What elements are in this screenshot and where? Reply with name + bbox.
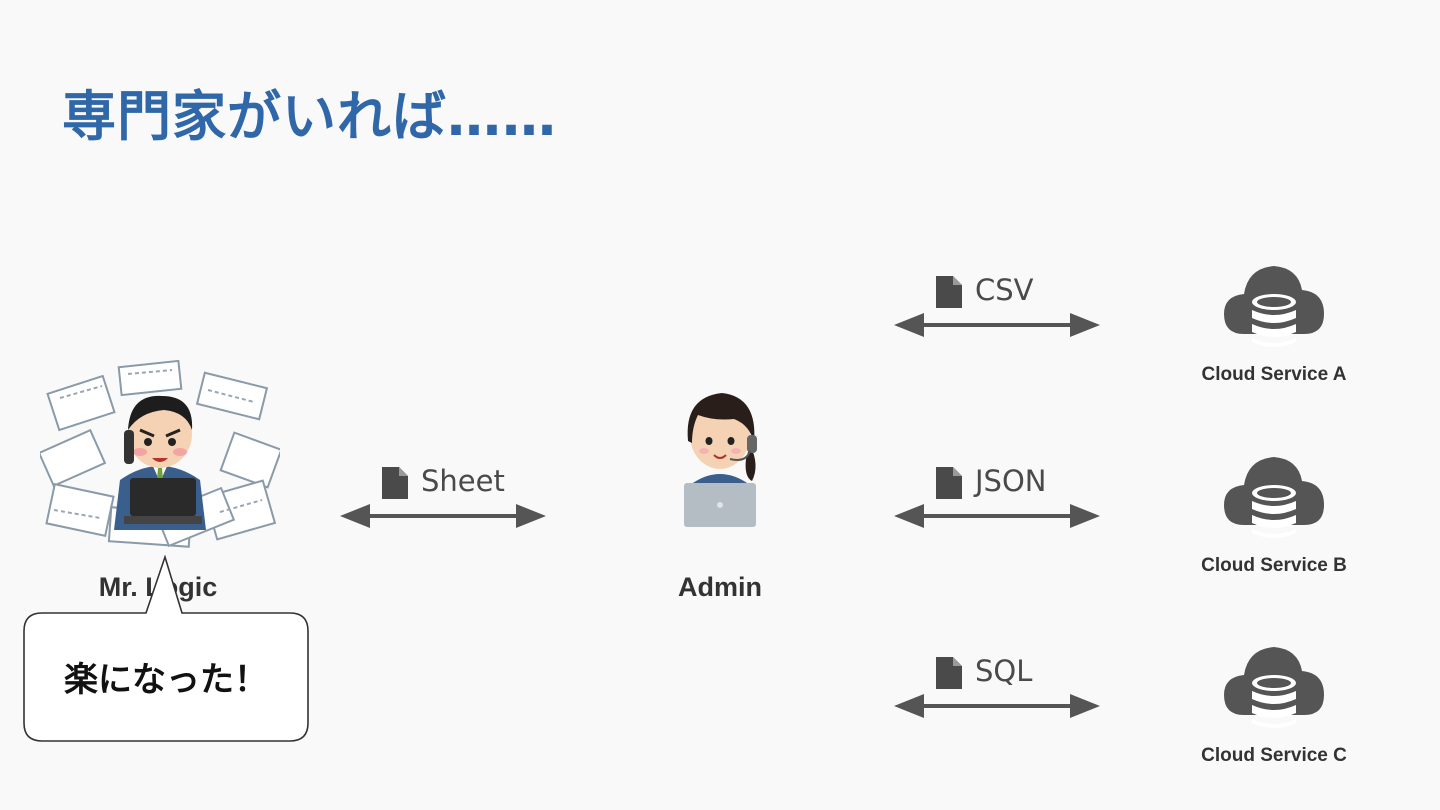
- speech-bubble-shape: [23, 555, 309, 742]
- double-arrow-icon: [894, 504, 1100, 528]
- speech-bubble-text: 楽になった！: [64, 659, 268, 700]
- json-link-label: JSON: [975, 464, 1047, 498]
- csv-link-label: CSV: [975, 273, 1034, 307]
- slide-title: 専門家がいれば……: [62, 85, 557, 148]
- cloud-service-b-label: Cloud Service B: [1201, 555, 1347, 576]
- cloud-database-icon: [1224, 457, 1324, 538]
- cloud-service-c-label: Cloud Service C: [1201, 745, 1347, 766]
- cloud-service-a-label: Cloud Service A: [1201, 364, 1347, 385]
- document-icon: [936, 467, 962, 499]
- mr-logic-illustration: [40, 360, 280, 548]
- cloud-database-icon: [1224, 647, 1324, 728]
- cloud-database-icon: [1224, 266, 1324, 347]
- sheet-link-label: Sheet: [421, 464, 505, 498]
- admin-label: Admin: [678, 572, 762, 602]
- document-icon: [936, 276, 962, 308]
- document-icon: [936, 657, 962, 689]
- double-arrow-icon: [894, 694, 1100, 718]
- admin-illustration: [684, 393, 757, 527]
- double-arrow-icon: [340, 504, 546, 528]
- document-icon: [382, 467, 408, 499]
- double-arrow-icon: [894, 313, 1100, 337]
- sql-link-label: SQL: [975, 654, 1033, 688]
